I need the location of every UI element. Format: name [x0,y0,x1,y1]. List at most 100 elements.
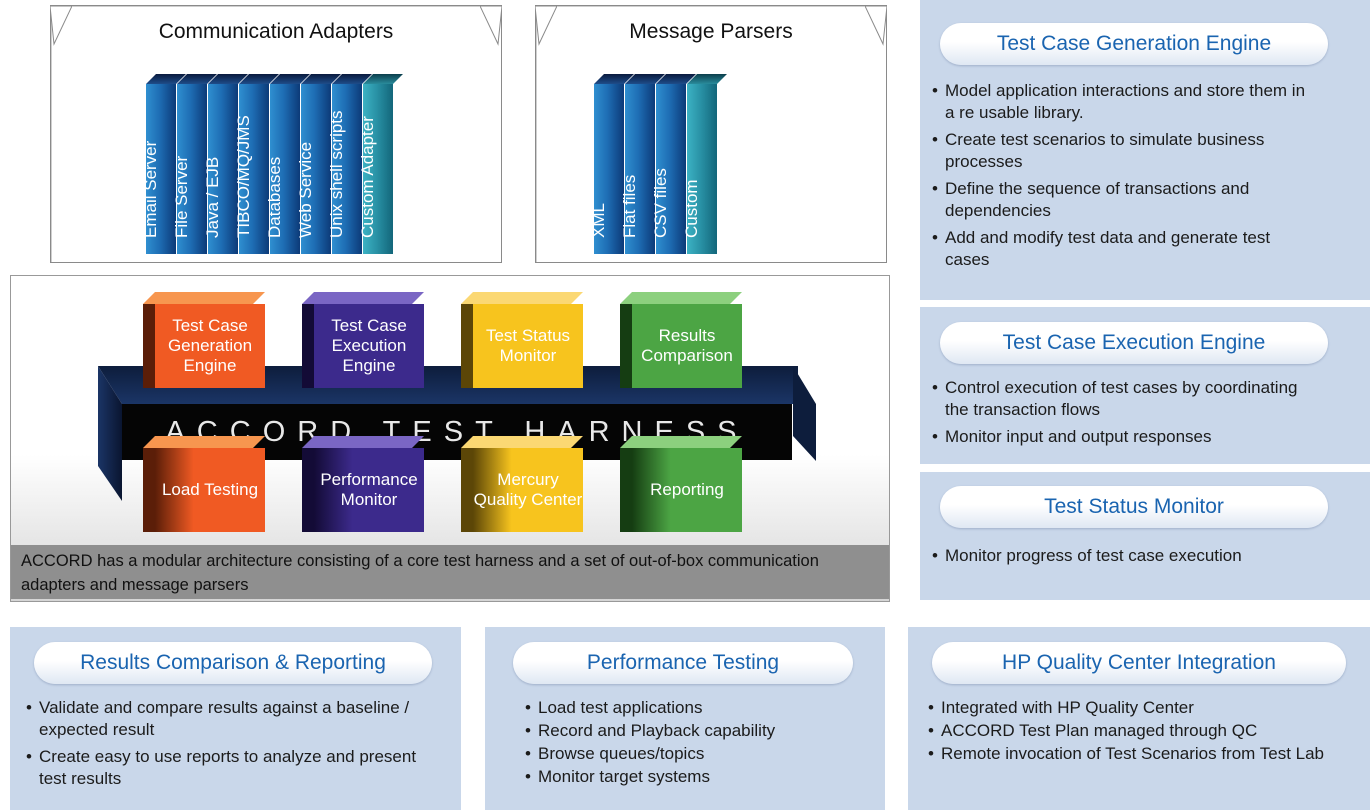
bullet-item: Record and Playback capability [525,720,865,741]
frame-corner-right [480,6,502,46]
cube-side [143,448,155,532]
book-label: Email Server [141,140,160,238]
panel-bullets: Monitor progress of test case execution [932,545,1242,572]
book-front [332,84,362,254]
panel-status: Test Status Monitor Monitor progress of … [920,472,1370,600]
frame-corner-left [50,6,72,46]
cube-top [143,436,265,448]
cube-side [461,448,473,532]
module-label: Reporting [632,448,742,532]
bullet-item: Remote invocation of Test Scenarios from… [928,743,1348,764]
panel-bullets: Model application interactions and store… [932,80,1312,276]
panel-results: Results Comparison & Reporting Validate … [10,627,461,810]
bullet-item: Monitor progress of test case execution [932,545,1242,567]
bullet-item: Monitor input and output responses [932,426,1312,448]
book-spine: CSV files [651,74,696,254]
book-label-wrap: Custom Adapter [358,88,393,248]
panel-performance: Performance Testing Load test applicatio… [485,627,885,810]
book-label: Custom Adapter [358,116,377,238]
book-front [177,84,207,254]
book-spine: Java / EJB [203,74,248,254]
adapters-title: Communication Adapters [158,20,394,43]
book-label: Web Service [296,141,315,238]
bullet-item: Load test applications [525,697,865,718]
book-spine: XML [589,74,634,254]
panel-title: Performance Testing [513,642,853,684]
book-front [594,84,624,254]
book-spine: Web Service [296,74,341,254]
cube-top [143,292,265,304]
bullet-item: Create easy to use reports to analyze an… [26,746,446,790]
cube-top [620,292,742,304]
cube-top [302,436,424,448]
module-cube-green: Reporting [620,436,742,532]
cube-side [461,304,473,388]
book-front [687,84,717,254]
module-label: Test Case Generation Engine [155,304,265,388]
book-front [208,84,238,254]
book-spine: TIBCO/MQ/JMS [234,74,279,254]
harness-caption: ACCORD has a modular architecture consis… [11,545,889,599]
book-front [146,84,176,254]
cube-side [302,304,314,388]
cube-side [620,304,632,388]
panel-hpqc: HP Quality Center Integration Integrated… [908,627,1370,810]
panel-bullets: Validate and compare results against a b… [26,697,446,795]
bullet-item: Control execution of test cases by coord… [932,377,1312,421]
cube-top [620,436,742,448]
book-label: XML [589,203,608,238]
book-spine: Databases [265,74,310,254]
cube-side [143,304,155,388]
bullet-item: Define the sequence of transactions and … [932,178,1312,222]
panel-title: Test Status Monitor [940,486,1328,528]
module-label: Test Case Execution Engine [314,304,424,388]
module-label: Load Testing [155,448,265,532]
module-cube-yellow: Test Status Monitor [461,292,583,388]
frame-corner-right [865,6,887,46]
bullet-item: Add and modify test data and generate te… [932,227,1312,271]
book-label-wrap: Custom [682,88,717,248]
book-label: Java / EJB [203,156,222,238]
panel-generation: Test Case Generation Engine Model applic… [920,0,1370,300]
module-label: Performance Monitor [314,448,424,532]
book-label: File Server [172,155,191,238]
cube-top [461,436,583,448]
book-label: Flat files [620,174,639,238]
book-spine: Email Server [141,74,186,254]
book-spine: Custom [682,74,727,254]
cube-side [620,448,632,532]
panel-title: Test Case Execution Engine [940,322,1328,364]
cube-top [461,292,583,304]
panel-bullets: Control execution of test cases by coord… [932,377,1312,453]
book-label: Custom [682,179,701,238]
bullet-item: ACCORD Test Plan managed through QC [928,720,1348,741]
book-label: TIBCO/MQ/JMS [234,115,253,238]
cube-side [302,448,314,532]
bullet-item: Browse queues/topics [525,743,865,764]
book-label: Unix shell scripts [327,110,346,238]
bullet-item: Integrated with HP Quality Center [928,697,1348,718]
book-label: Databases [265,156,284,238]
module-label: Test Status Monitor [473,304,583,388]
book-top [363,74,403,84]
panel-title: Test Case Generation Engine [940,23,1328,65]
panel-bullets: Integrated with HP Quality Center ACCORD… [928,697,1348,766]
bullet-item: Monitor target systems [525,766,865,787]
book-spine: Flat files [620,74,665,254]
bullet-item: Validate and compare results against a b… [26,697,446,741]
book-front [301,84,331,254]
book-top [687,74,727,84]
module-label: Mercury Quality Center [473,448,583,532]
book-label: CSV files [651,168,670,238]
module-cube-orange: Test Case Generation Engine [143,292,265,388]
book-front [239,84,269,254]
book-spine: File Server [172,74,217,254]
book-front [625,84,655,254]
cube-top [302,292,424,304]
panel-title: HP Quality Center Integration [932,642,1346,684]
module-cube-purple: Performance Monitor [302,436,424,532]
communication-adapters-frame: Communication Adapters Email Server File … [50,5,502,263]
book-front [656,84,686,254]
panel-bullets: Load test applications Record and Playba… [525,697,865,789]
